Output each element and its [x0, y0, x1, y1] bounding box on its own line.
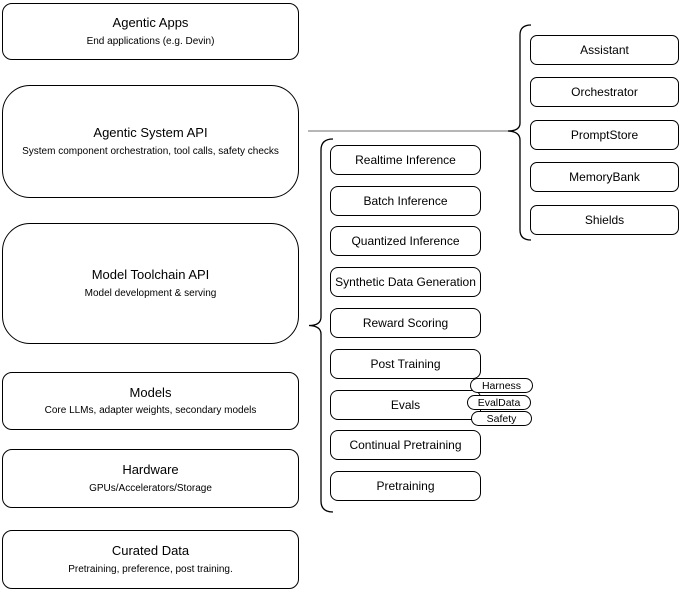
node-subtitle: System component orchestration, tool cal…	[22, 145, 279, 157]
node-synthetic-data-generation: Synthetic Data Generation	[330, 267, 481, 297]
tag-evaldata: EvalData	[467, 395, 531, 410]
node-subtitle: Core LLMs, adapter weights, secondary mo…	[44, 405, 257, 417]
node-title: Models	[129, 384, 172, 400]
node-evals: Evals	[330, 390, 481, 420]
node-batch-inference: Batch Inference	[330, 186, 481, 216]
node-hardware: Hardware GPUs/Accelerators/Storage	[2, 449, 299, 508]
node-realtime-inference: Realtime Inference	[330, 145, 481, 175]
node-memorybank: MemoryBank	[530, 162, 679, 192]
node-agentic-apps: Agentic Apps End applications (e.g. Devi…	[2, 3, 299, 60]
node-curated-data: Curated Data Pretraining, preference, po…	[2, 530, 299, 589]
node-pretraining: Pretraining	[330, 471, 481, 501]
brace-agentic-system	[507, 24, 532, 241]
node-subtitle: End applications (e.g. Devin)	[86, 35, 215, 47]
node-promptstore: PromptStore	[530, 120, 679, 150]
node-agentic-system-api: Agentic System API System component orch…	[2, 85, 299, 198]
node-title: Model Toolchain API	[91, 267, 210, 283]
node-models: Models Core LLMs, adapter weights, secon…	[2, 372, 299, 430]
node-model-toolchain-api: Model Toolchain API Model development & …	[2, 223, 299, 344]
node-continual-pretraining: Continual Pretraining	[330, 430, 481, 460]
node-post-training: Post Training	[330, 349, 481, 379]
node-subtitle: Pretraining, preference, post training.	[68, 563, 233, 575]
node-title: Agentic System API	[93, 125, 208, 141]
tag-safety: Safety	[471, 411, 532, 426]
node-assistant: Assistant	[530, 35, 679, 65]
tag-harness: Harness	[470, 378, 533, 393]
node-orchestrator: Orchestrator	[530, 77, 679, 107]
node-reward-scoring: Reward Scoring	[330, 308, 481, 338]
node-quantized-inference: Quantized Inference	[330, 226, 481, 256]
node-subtitle: GPUs/Accelerators/Storage	[89, 482, 212, 494]
node-title: Agentic Apps	[112, 15, 189, 31]
node-title: Curated Data	[111, 543, 190, 559]
node-subtitle: Model development & serving	[84, 287, 217, 299]
node-shields: Shields	[530, 205, 679, 235]
node-title: Hardware	[122, 462, 179, 478]
